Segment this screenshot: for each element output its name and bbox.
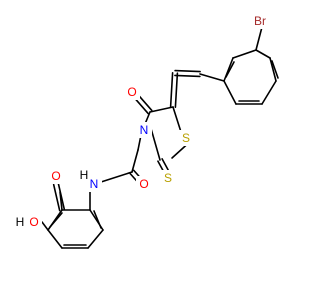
bond-single-1 — [255, 49, 271, 59]
bond-double-2-a — [137, 93, 153, 112]
bond-single-10 — [149, 106, 174, 113]
bond-double-5-b — [52, 183, 61, 212]
atom-s-thione: S — [164, 171, 172, 185]
bond-aromatic-inner-5 — [49, 212, 63, 228]
bond-single-8 — [199, 73, 225, 82]
bond-aromatic-inner-3 — [93, 210, 102, 229]
s-ring-label-background — [178, 130, 194, 146]
bond-single-0 — [255, 26, 263, 51]
bond-double-0-a — [174, 74, 201, 78]
bond-single-19 — [87, 229, 104, 249]
atom-label-layer: Br O S N S O N H O H O — [14, 13, 274, 230]
o-acid-hydroxyl-label-background — [26, 214, 42, 230]
atom-o-acid-hydroxyl: O — [29, 215, 38, 229]
br-label-background — [248, 13, 274, 29]
bond-double-1-a — [174, 72, 179, 108]
atom-br: Br — [254, 14, 266, 28]
bond-single-9 — [172, 106, 182, 133]
bond-double-2-b — [133, 96, 149, 115]
atom-h-acid: H — [16, 215, 25, 229]
atom-o-ketone: O — [127, 85, 136, 99]
bond-single-5 — [223, 80, 237, 105]
o-amide-label-background — [136, 176, 152, 192]
o-ketone-label-background — [124, 84, 140, 100]
bond-single-6 — [223, 57, 234, 82]
atom-o-acid-carbonyl: O — [51, 169, 60, 183]
atom-s-ring: S — [182, 131, 190, 145]
bond-double-5-a — [57, 182, 66, 211]
bond-double-1-b — [169, 72, 174, 108]
o-acid-carbonyl-label-background — [48, 168, 64, 184]
atom-n-ring: N — [140, 123, 149, 137]
n-ring-label-background — [136, 122, 152, 138]
molecule-structure-diagram: Br O S N S O N H O H O — [14, 13, 279, 249]
bond-single-7 — [232, 49, 257, 59]
bond-single-3 — [261, 80, 277, 105]
bond-double-0-b — [174, 69, 201, 73]
s-thione-label-background — [160, 170, 176, 186]
bond-layer — [41, 26, 279, 249]
bond-aromatic-inner-0 — [271, 60, 279, 79]
bond-aromatic-inner-2 — [225, 61, 235, 78]
bond-single-15 — [131, 149, 139, 173]
atom-o-amide: O — [139, 177, 148, 191]
bond-single-25 — [41, 221, 49, 231]
atom-h-amide: H — [80, 168, 89, 182]
bond-single-2 — [269, 57, 277, 82]
bond-single-21 — [47, 229, 63, 249]
h-acid-label-background — [14, 214, 26, 230]
bond-double-3-b — [161, 158, 169, 171]
h-amide-label-background — [78, 168, 90, 182]
atom-n-amide: N — [90, 177, 99, 191]
bond-single-16 — [100, 171, 133, 183]
